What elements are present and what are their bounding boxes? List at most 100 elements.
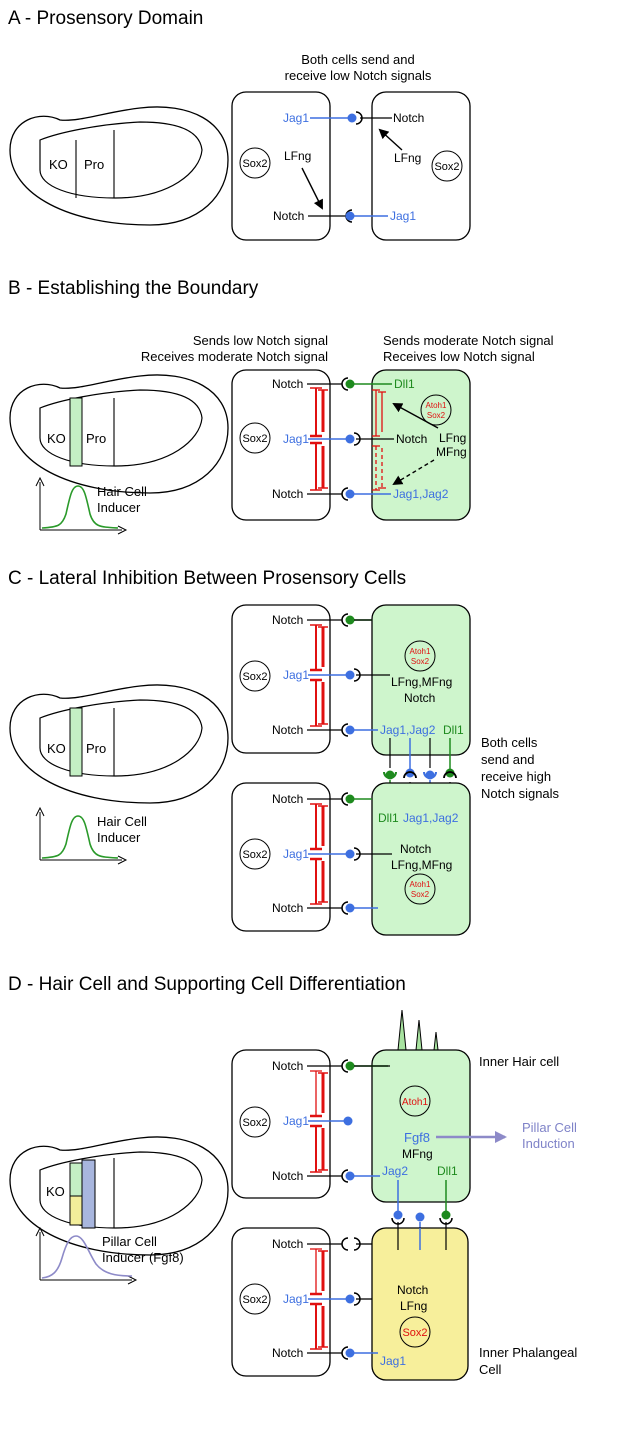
ko-label-c: KO	[47, 741, 66, 756]
panel-a-caption-line1: Both cells send and	[301, 52, 414, 67]
lfng-arrow-a-left	[301, 167, 323, 210]
jag1-ligand-head-a-right	[345, 211, 355, 221]
lfng-label-a-left: LFng	[284, 149, 311, 163]
notch-label-c-lr: Notch	[400, 842, 431, 856]
jag1-label-c-ll: Jag1	[283, 847, 309, 861]
cell-b-left	[231, 369, 331, 521]
notch-bottom-label-d-ul: Notch	[272, 1169, 303, 1183]
notch-bottom-label-c-ul: Notch	[272, 723, 303, 737]
lfng-label-d-ph: LFng	[400, 1299, 427, 1313]
lfng-label-b-right: LFng	[439, 431, 466, 445]
jag-label-c-lr: Jag1,Jag2	[403, 811, 459, 825]
cochlea-schematic-d: KO	[9, 1136, 229, 1256]
panel-d-title: D - Hair Cell and Supporting Cell Differ…	[8, 974, 406, 995]
dll1-label-d: Dll1	[437, 1164, 458, 1178]
fng-label-c-ur: LFng,MFng	[391, 675, 452, 689]
cell-c-upper-right	[371, 604, 471, 756]
sox2-label-d-ul: Sox2	[242, 1117, 267, 1129]
sox2-label-a-left: Sox2	[242, 158, 267, 170]
cochlea-schematic-a: KO Pro	[9, 106, 229, 226]
sox2-label-c-lr: Sox2	[411, 890, 430, 899]
jag1-label-a-right: Jag1	[390, 209, 416, 223]
panel-a-title: A - Prosensory Domain	[8, 8, 203, 29]
cell-d-lower-left	[231, 1227, 331, 1377]
cell-d-upper-left	[231, 1049, 331, 1199]
panel-b-caption-left2: Receives moderate Notch signal	[141, 349, 328, 364]
notch-top-label-d-ul: Notch	[272, 1059, 303, 1073]
pro-label-c: Pro	[86, 741, 106, 756]
sox2-nucleus-a-left	[239, 147, 271, 179]
notch-top-label-d-ll: Notch	[272, 1237, 303, 1251]
dll1-label-b-right: Dll1	[394, 377, 415, 391]
sox2-nucleus-a-right	[431, 150, 463, 182]
jag2-label-d: Jag2	[382, 1164, 408, 1178]
cochlea-schematic-b: KO Pro	[9, 374, 229, 494]
pillar-induction-line1: Pillar Cell	[522, 1120, 577, 1135]
panel-c-title: C - Lateral Inhibition Between Prosensor…	[8, 568, 406, 589]
side-caption-c-line3: receive high	[481, 769, 551, 784]
mfng-label-b-right: MFng	[436, 445, 467, 459]
jag1-label-d-ph: Jag1	[380, 1354, 406, 1368]
lfng-label-a-right: LFng	[394, 151, 421, 165]
notch-label-c-ur: Notch	[404, 691, 435, 705]
inducer-plot-b: Hair Cell Inducer	[35, 476, 147, 535]
sox2-label-c-ul: Sox2	[242, 671, 267, 683]
notch-bottom-label-b-left: Notch	[272, 487, 303, 501]
jag1-label-d-ul: Jag1	[283, 1114, 309, 1128]
lfng-arrow-b	[392, 403, 439, 429]
atoh1-label-b: Atoh1	[426, 401, 447, 410]
notch-label-a-left: Notch	[273, 209, 304, 223]
jag1-label-c-ul: Jag1	[283, 668, 309, 682]
side-caption-c-line2: send and	[481, 752, 535, 767]
notch-top-label-b-left: Notch	[272, 377, 303, 391]
notch-receptor-cup-a-right	[355, 111, 363, 125]
dll1-label-c-lr: Dll1	[378, 811, 399, 825]
fng-label-c-lr: LFng,MFng	[391, 858, 452, 872]
vertical-connectors-d	[391, 1180, 453, 1250]
atoh1-label-c-lr: Atoh1	[410, 880, 431, 889]
mfng-label-d: MFng	[402, 1147, 433, 1161]
inducer-label-b-line2: Inducer	[97, 500, 141, 515]
jag1-label-a-left: Jag1	[283, 111, 309, 125]
jag-label-b-right: Jag1,Jag2	[393, 487, 449, 501]
ko-label-d: KO	[46, 1184, 65, 1199]
cell-c-lower-right	[371, 782, 471, 936]
sox2-label-b-right: Sox2	[427, 411, 446, 420]
notch-bottom-label-d-ll: Notch	[272, 1346, 303, 1360]
pro-label-a: Pro	[84, 157, 104, 172]
inducer-label-d-line1: Pillar Cell	[102, 1234, 157, 1249]
panel-c: C - Lateral Inhibition Between Prosensor…	[8, 568, 560, 936]
phalangeal-label-line2: Cell	[479, 1362, 502, 1377]
notch-top-label-c-ll: Notch	[272, 792, 303, 806]
jag1-label-b-left: Jag1	[283, 432, 309, 446]
inhibition-bars-c-ul	[310, 624, 328, 727]
notch-top-label-c-ul: Notch	[272, 613, 303, 627]
ko-label-b: KO	[47, 431, 66, 446]
inducer-plot-d: Pillar Cell Inducer (Fgf8)	[35, 1226, 184, 1285]
pillar-induction-line2: Induction	[522, 1136, 575, 1151]
panel-b-caption-right2: Receives low Notch signal	[383, 349, 535, 364]
panel-a: A - Prosensory Domain Both cells send an…	[8, 8, 471, 241]
atoh1-sox2-nucleus-b	[420, 394, 452, 426]
notch-label-b-right: Notch	[396, 432, 427, 446]
panel-b-caption-right1: Sends moderate Notch signal	[383, 333, 554, 348]
inducer-label-c-line2: Inducer	[97, 830, 141, 845]
jag1-label-d-ll: Jag1	[283, 1292, 309, 1306]
mfng-dashed-arrow-b	[392, 459, 435, 486]
inner-hair-cell-label: Inner Hair cell	[479, 1054, 559, 1069]
panel-b-title: B - Establishing the Boundary	[8, 278, 259, 299]
inhibition-bars-d-ll	[310, 1248, 328, 1350]
inhibition-bars-b-right	[372, 389, 386, 491]
cell-a-left	[231, 91, 331, 241]
side-caption-c-line1: Both cells	[481, 735, 538, 750]
phalangeal-label-line1: Inner Phalangeal	[479, 1345, 577, 1360]
cell-d-inner-hair-cell	[371, 1049, 471, 1203]
sox2-label-c-ll: Sox2	[242, 849, 267, 861]
inhibition-bars-c-ll	[310, 803, 328, 905]
atoh1-label-d: Atoh1	[402, 1097, 429, 1108]
notch-bottom-label-c-ll: Notch	[272, 901, 303, 915]
sox2-label-b-left: Sox2	[242, 433, 267, 445]
notch-label-d-ph: Notch	[397, 1283, 428, 1297]
jag-label-c-ur: Jag1,Jag2	[380, 723, 436, 737]
